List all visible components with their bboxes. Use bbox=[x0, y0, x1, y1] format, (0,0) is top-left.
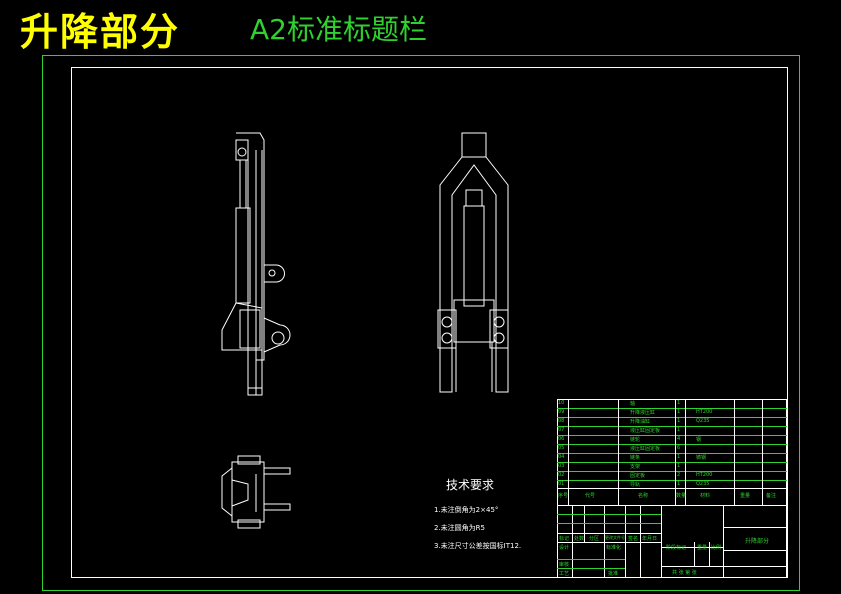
change-mark: 标记 bbox=[559, 536, 570, 542]
parts-row-material: 铸钢 bbox=[696, 455, 707, 461]
parts-row-no: 06 bbox=[558, 436, 565, 442]
parts-row-qty: 1 bbox=[677, 481, 681, 487]
parts-row-no: 09 bbox=[558, 409, 565, 415]
tech-requirements: 技术要求 1.未注倒角为2×45° 2.未注圆角为R5 3.未注尺寸公差按国标I… bbox=[434, 476, 521, 551]
review-label: 审核 bbox=[559, 562, 570, 568]
stage-label: 阶段标记 bbox=[666, 545, 687, 551]
parts-row-name: 导轨 bbox=[630, 482, 641, 488]
parts-row-name: 链轮 bbox=[630, 437, 641, 443]
tech-requirement-item: 2.未注圆角为R5 bbox=[434, 524, 485, 532]
front-view bbox=[437, 132, 509, 393]
parts-row-no: 10 bbox=[558, 400, 565, 406]
parts-row-qty: 1 bbox=[677, 463, 681, 469]
watermark-title: A2标准标题栏 bbox=[250, 13, 427, 46]
parts-row-material: 钢 bbox=[696, 437, 702, 443]
parts-row-qty: 1 bbox=[677, 418, 681, 424]
parts-row-qty: 1 bbox=[677, 454, 681, 460]
parts-row-no: 08 bbox=[558, 418, 565, 424]
sheets-label: 共 张 第 张 bbox=[672, 570, 697, 576]
tech-requirements-heading: 技术要求 bbox=[446, 478, 495, 492]
parts-row-name: 轴 bbox=[630, 401, 636, 407]
parts-row-material: HT200 bbox=[696, 409, 713, 415]
parts-row-name: 液压缸固定板 bbox=[630, 446, 661, 452]
parts-row-no: 01 bbox=[558, 481, 565, 487]
weight-label: 重量 bbox=[697, 545, 708, 551]
change-zone: 分区 bbox=[589, 536, 600, 542]
parts-row-qty: 4 bbox=[677, 436, 681, 442]
header-material: 材料 bbox=[700, 493, 711, 499]
tech-requirement-item: 1.未注倒角为2×45° bbox=[434, 506, 499, 514]
parts-row-material: Q235 bbox=[696, 481, 710, 487]
approve-label: 批准 bbox=[608, 571, 619, 577]
parts-row-qty: 1 bbox=[677, 427, 681, 433]
header-no: 序号 bbox=[558, 493, 569, 499]
process-label: 工艺 bbox=[559, 571, 570, 577]
parts-row-name: 升降液压缸 bbox=[630, 410, 656, 416]
design-label: 设计 bbox=[559, 545, 570, 551]
top-view bbox=[221, 455, 291, 529]
parts-row-qty: 1 bbox=[677, 400, 681, 406]
parts-row-no: 03 bbox=[558, 463, 565, 469]
parts-row-material: HT200 bbox=[696, 472, 713, 478]
header-qty: 数量 bbox=[676, 493, 687, 499]
parts-list-grid bbox=[557, 399, 787, 578]
parts-row-no: 04 bbox=[558, 454, 565, 460]
change-date: 年月日 bbox=[642, 536, 658, 542]
standard-label: 标准化 bbox=[606, 545, 622, 551]
side-view bbox=[221, 132, 291, 396]
change-doc: 更改文件号 bbox=[605, 535, 625, 540]
parts-row-name: 链条 bbox=[630, 455, 641, 461]
parts-row-name: 升降油缸 bbox=[630, 419, 651, 425]
parts-row-qty: 2 bbox=[677, 472, 681, 478]
parts-row-qty: 1 bbox=[677, 409, 681, 415]
tech-requirement-item: 3.未注尺寸公差按国标IT12. bbox=[434, 542, 522, 550]
header-weight: 重量 bbox=[740, 493, 751, 499]
inner-border bbox=[71, 67, 788, 578]
parts-row-material: Q235 bbox=[696, 418, 710, 424]
parts-row-no: 07 bbox=[558, 427, 565, 433]
parts-row-name: 固定板 bbox=[630, 473, 646, 479]
parts-row-name: 液压缸固定板 bbox=[630, 428, 661, 434]
parts-row-no: 05 bbox=[558, 445, 565, 451]
scale-label: 比例 bbox=[711, 545, 722, 551]
change-count: 处数 bbox=[574, 536, 585, 542]
change-sign: 签名 bbox=[628, 536, 639, 542]
header-name: 名称 bbox=[638, 493, 649, 499]
parts-row-no: 02 bbox=[558, 472, 565, 478]
header-code: 代号 bbox=[585, 493, 596, 499]
drawing-name: 升降部分 bbox=[745, 538, 770, 545]
outer-border bbox=[42, 55, 800, 591]
drawing-title: 升降部分 bbox=[20, 10, 181, 54]
parts-row-qty: 6 bbox=[677, 445, 681, 451]
parts-row-name: 支架 bbox=[630, 464, 641, 470]
header-note: 备注 bbox=[766, 493, 777, 499]
